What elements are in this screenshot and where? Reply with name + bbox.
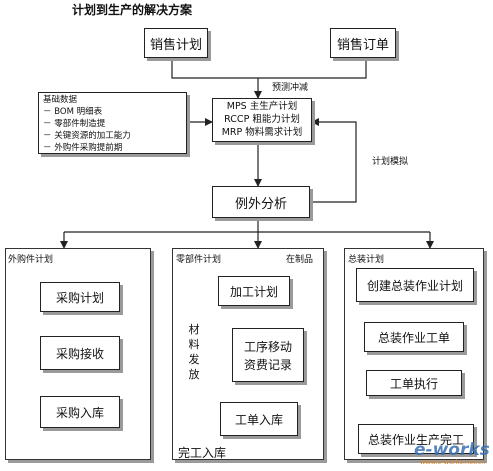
exception-analysis-box: 例外分析 (212, 186, 310, 218)
basic-data-item: － 零部件制造提 (43, 119, 106, 129)
assembly-work-order-box: 总装作业工单 (364, 322, 464, 352)
wip-label: 在制品 (286, 255, 314, 265)
basic-data-title: 基础数据 (43, 95, 78, 105)
basic-data-box: 基础数据 － BOM 明细表 － 零部件制造提 － 关键资源的加工能力 － 外购… (38, 92, 187, 154)
connector-sales-order (258, 58, 367, 79)
planning-box: MPS 主生产计划 RCCP 粗能力计划 MRP 物料需求计划 (212, 98, 312, 142)
purchase-plan-box: 采购计划 (40, 282, 120, 312)
work-order-stockin-box: 工单入库 (220, 402, 298, 436)
mps-line: MPS 主生产计划 (226, 101, 298, 112)
diagram-title: 计划到生产的解决方案 (72, 3, 193, 17)
purchase-stockin-box: 采购入库 (40, 396, 120, 428)
sales-plan-box: 销售计划 (144, 28, 208, 58)
process-move-text: 工序移动 (243, 340, 292, 354)
e-works-url: www.e-works.net.cn (420, 458, 486, 466)
cost-record-text: 资费记录 (243, 358, 292, 372)
basic-data-item: － BOM 明细表 (43, 107, 103, 117)
connector-distribution (64, 218, 430, 233)
completion-stockin-label: 完工入库 (178, 446, 227, 460)
basic-data-item: － 关键资源的加工能力 (43, 131, 131, 141)
create-assembly-plan-box: 创建总装作业计划 (356, 268, 474, 302)
mrp-line: MRP 物料需求计划 (221, 127, 303, 138)
purchase-receipt-box: 采购接收 (40, 336, 120, 370)
work-order-execution-box: 工单执行 (366, 370, 462, 396)
material-issue-label: 材 料 发 放 (188, 323, 200, 381)
assembly-completion-box: 总装作业生产完工 (358, 424, 474, 454)
e-works-logo: e-works (414, 440, 490, 460)
sales-order-box: 销售订单 (330, 28, 396, 58)
assembly-label: 总装计划 (348, 255, 385, 265)
machining-plan-box: 加工计划 (218, 276, 290, 306)
rccp-line: RCCP 粗能力计划 (224, 114, 300, 125)
forecast-offset-label: 预测冲减 (272, 83, 309, 93)
basic-data-item: － 外购件采购提前期 (43, 143, 123, 153)
connector-sales-plan (171, 58, 258, 79)
plan-simulation-label: 计划模拟 (372, 157, 409, 167)
connector-plan-simulation (310, 118, 357, 203)
process-move-box: 工序移动 资费记录 (232, 328, 304, 382)
outsourced-label: 外购件计划 (8, 255, 54, 265)
parts-label: 零部件计划 (176, 255, 222, 265)
